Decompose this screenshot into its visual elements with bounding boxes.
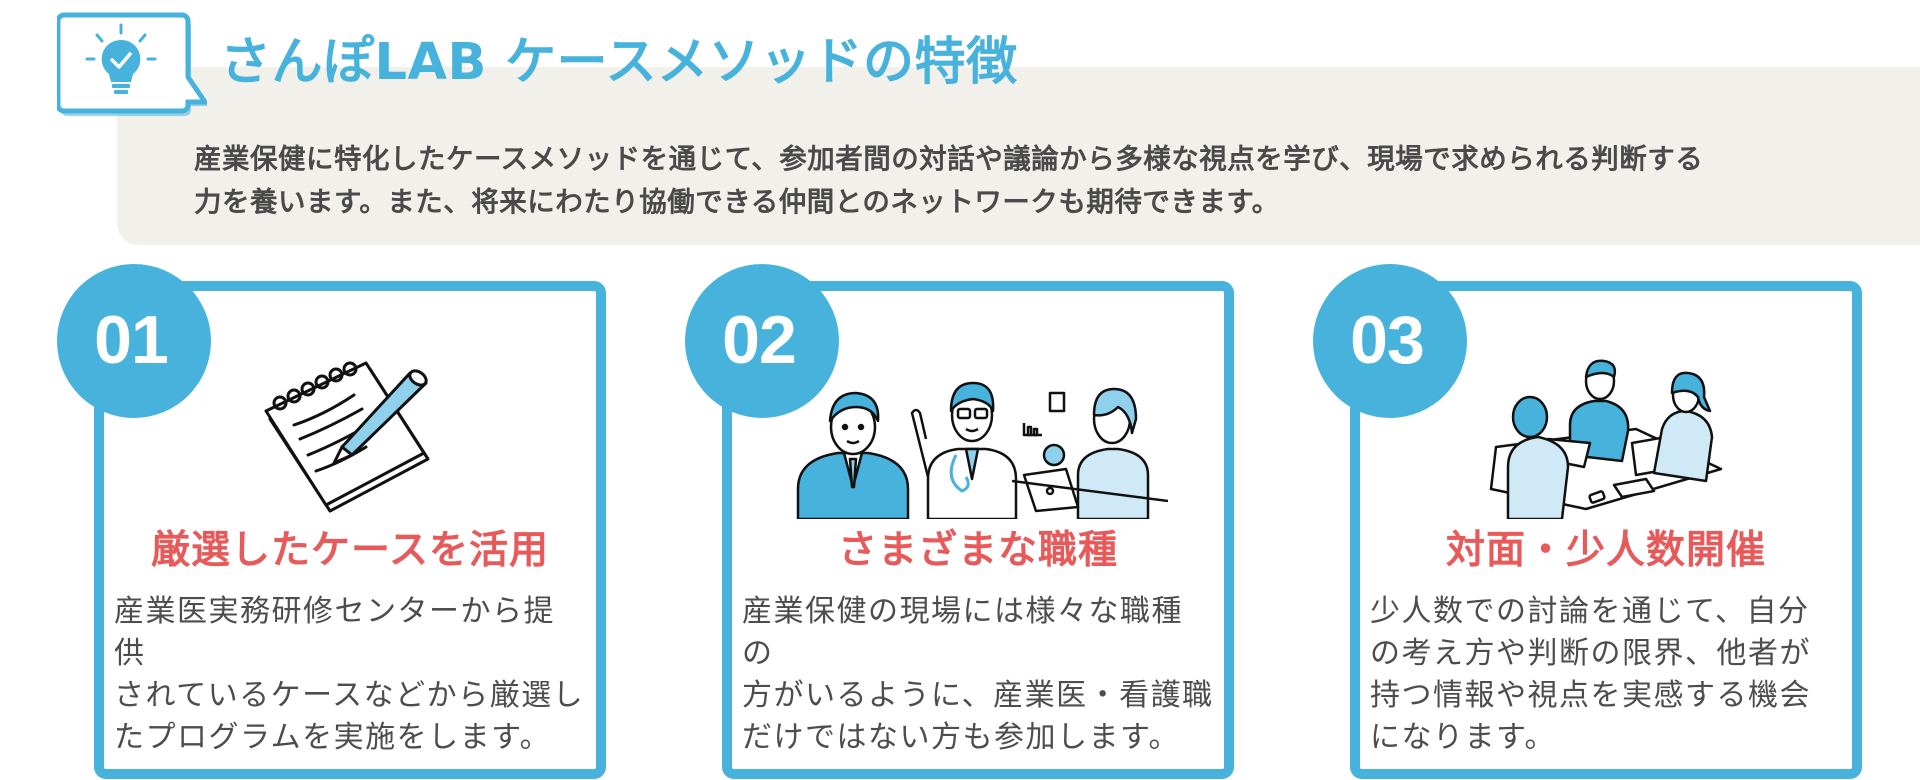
feature-title: 厳選したケースを活用 [150, 528, 550, 573]
feature-title: 対面・少人数開催 [1445, 528, 1766, 573]
small-group-meeting-icon [1360, 349, 1852, 519]
notepad-pencil-icon [104, 349, 596, 519]
page-title: さんぽLAB ケースメソッドの特徴 [220, 33, 1018, 92]
intro-line: 力を養います。また、将来にわたり協働できる仲間とのネットワークも期待できます。 [194, 186, 1280, 218]
feature-number-badge: 02 [685, 264, 839, 418]
feature-description: 産業保健の現場には様々な職種の 方がいるように、産業医・看護職 だけではない方も… [742, 594, 1214, 755]
feature-card: 厳選したケースを活用 産業医実務研修センターから提供 されているケースなどから厳… [94, 281, 606, 779]
feature-number-badge: 03 [1313, 264, 1467, 418]
intro-line: 産業保健に特化したケースメソッドを通じて、参加者間の対話や議論から多様な視点を学… [194, 143, 1704, 175]
intro-description: 産業保健に特化したケースメソッドを通じて、参加者間の対話や議論から多様な視点を学… [194, 138, 1894, 224]
various-professionals-icon [732, 349, 1224, 519]
feature-description: 産業医実務研修センターから提供 されているケースなどから厳選し たプログラムを実… [114, 594, 585, 755]
intro-panel [117, 67, 1920, 245]
lightbulb-check-icon [55, 12, 210, 116]
feature-card: さまざまな職種 産業保健の現場には様々な職種の 方がいるように、産業医・看護職 … [722, 281, 1234, 779]
feature-card: 対面・少人数開催 少人数での討論を通じて、自分 の考え方や判断の限界、他者が 持… [1350, 281, 1862, 779]
feature-title: さまざまな職種 [837, 528, 1118, 573]
feature-description: 少人数での討論を通じて、自分 の考え方や判断の限界、他者が 持つ情報や視点を実感… [1370, 594, 1811, 755]
feature-number-badge: 01 [57, 264, 211, 418]
